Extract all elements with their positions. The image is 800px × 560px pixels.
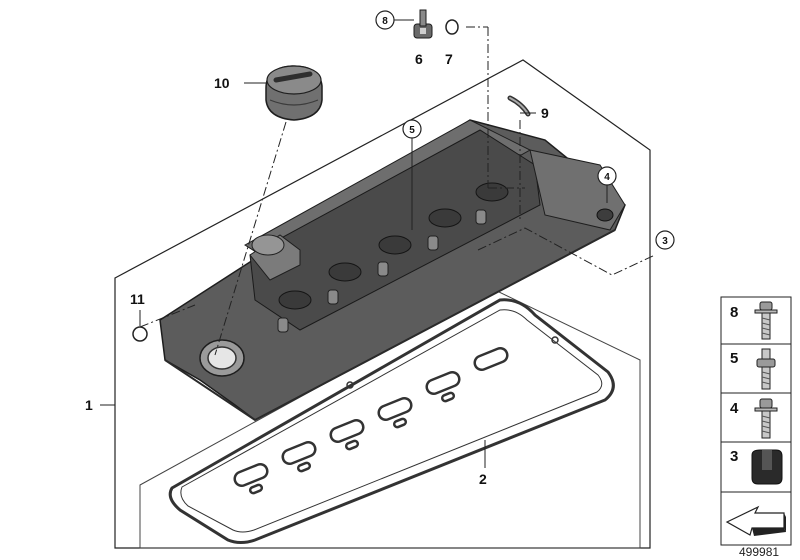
callout-9: 9 xyxy=(541,105,549,121)
svg-text:5: 5 xyxy=(730,350,738,367)
legend-item: 4 xyxy=(730,398,778,439)
svg-text:8: 8 xyxy=(730,304,738,321)
svg-text:5: 5 xyxy=(409,125,415,136)
legend-item: 8 xyxy=(730,301,778,340)
svg-text:3: 3 xyxy=(730,448,738,465)
flange-bolt-short-icon xyxy=(754,398,778,439)
direction-arrow-icon xyxy=(725,505,786,536)
o-ring-part-7[interactable] xyxy=(445,19,459,35)
svg-text:4: 4 xyxy=(730,400,739,417)
callout-11: 11 xyxy=(130,291,145,307)
svg-text:6: 6 xyxy=(415,51,423,67)
oil-filler-cap[interactable] xyxy=(265,65,323,121)
callout-4: 4 xyxy=(597,166,617,186)
svg-text:9: 9 xyxy=(541,105,549,121)
legend-item xyxy=(725,505,786,536)
hose-part-9[interactable] xyxy=(507,95,531,117)
callout-10: 10 xyxy=(214,75,230,91)
svg-text:3: 3 xyxy=(662,236,668,247)
callout-1: 1 xyxy=(85,397,93,413)
rubber-grommet-icon xyxy=(751,449,783,485)
callout-7: 7 xyxy=(445,51,453,67)
callout-2: 2 xyxy=(479,471,487,487)
svg-text:11: 11 xyxy=(130,291,145,307)
leader-lines xyxy=(100,82,608,468)
legend-item: 3 xyxy=(730,448,783,485)
legend-item: 5 xyxy=(730,348,776,390)
assembly-lines xyxy=(139,26,656,356)
callout-6: 6 xyxy=(415,51,423,67)
svg-text:4: 4 xyxy=(604,172,610,183)
callout-3: 3 xyxy=(655,230,675,250)
stud-bolt-icon xyxy=(756,348,776,390)
fastener-legend: 8 5 4 xyxy=(720,296,792,546)
sealing-ring-part-11[interactable] xyxy=(132,326,148,342)
svg-text:1: 1 xyxy=(85,397,93,413)
svg-text:8: 8 xyxy=(382,16,388,27)
bolt-part-6[interactable] xyxy=(413,9,433,39)
assembly-outline xyxy=(114,59,651,549)
svg-text:10: 10 xyxy=(214,75,230,91)
cylinder-head-cover[interactable] xyxy=(159,119,626,422)
diagram-reference-number: 499981 xyxy=(739,545,779,559)
callout-5: 5 xyxy=(402,119,422,139)
svg-text:7: 7 xyxy=(445,51,453,67)
svg-text:2: 2 xyxy=(479,471,487,487)
flange-bolt-long-icon xyxy=(754,301,778,340)
callout-8: 8 xyxy=(375,10,395,30)
